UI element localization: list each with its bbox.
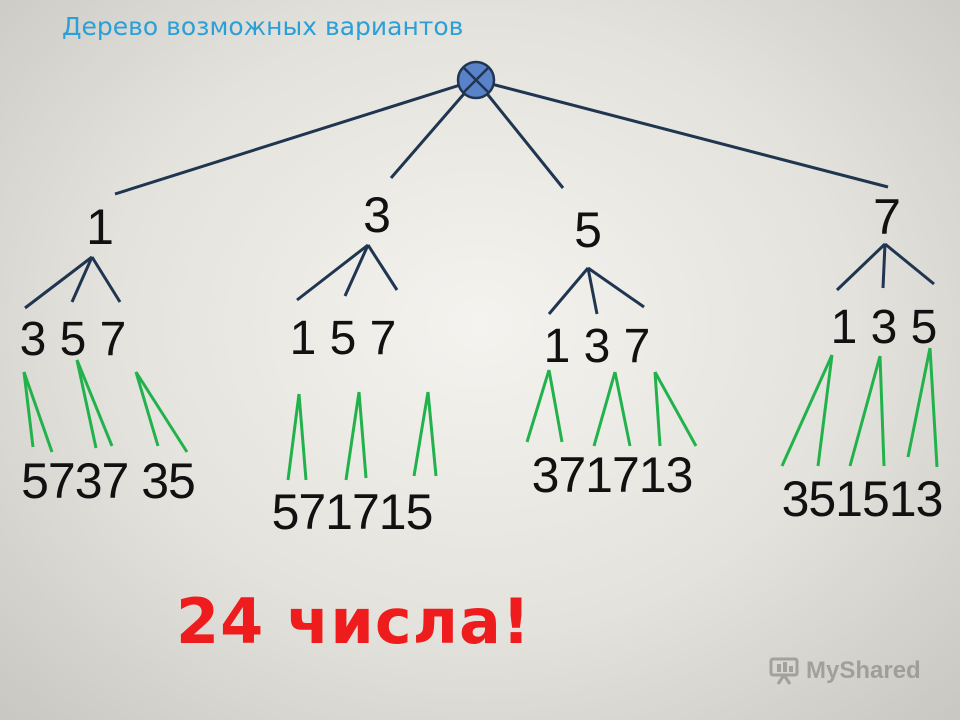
root-node <box>456 60 496 100</box>
edge-3-1 <box>296 243 369 302</box>
watermark-text: MyShared <box>806 657 921 684</box>
edge-7-3 <box>881 243 887 289</box>
edge-5-1 <box>547 267 590 315</box>
node-level2-group-1: 3 5 7 <box>19 313 127 366</box>
edge-3-5 <box>343 244 370 297</box>
node-level2-group-7: 1 3 5 <box>830 301 938 354</box>
edge-1-7 <box>90 256 122 303</box>
watermark: MyShared <box>768 656 921 686</box>
edge-5-3 <box>586 267 599 315</box>
node-level3-group-3: 571715 <box>271 484 434 540</box>
node-level2-group-3: 1 5 7 <box>289 312 397 365</box>
edge-root-5 <box>474 79 565 189</box>
node-level1-1: 1 <box>86 199 114 255</box>
presentation-logo-icon <box>769 657 799 685</box>
edge-3-7 <box>366 244 399 291</box>
edge-root-7 <box>475 78 889 189</box>
node-level1-5: 5 <box>574 202 602 258</box>
node-level3-group-7: 351513 <box>781 471 944 527</box>
node-level3-group-5: 371713 <box>531 447 694 503</box>
lower-edges <box>22 347 939 481</box>
node-level2-group-5: 1 3 7 <box>543 320 651 373</box>
upper-edges <box>24 78 935 315</box>
edge-1-3 <box>24 255 93 310</box>
page-title: Дерево возможных вариантов <box>62 12 464 41</box>
edge-7-1 <box>835 242 887 292</box>
edge-5-7 <box>587 266 645 309</box>
edge-1-5 <box>70 256 94 303</box>
edge-root-1 <box>114 78 477 196</box>
edge-7-5 <box>884 242 935 286</box>
node-level1-3: 3 <box>363 187 391 243</box>
node-level3-group-1: 5737 35 <box>21 453 196 509</box>
edge-root-3 <box>389 79 478 179</box>
result-text: 24 числа! <box>176 585 532 658</box>
node-level1-7: 7 <box>873 189 901 245</box>
